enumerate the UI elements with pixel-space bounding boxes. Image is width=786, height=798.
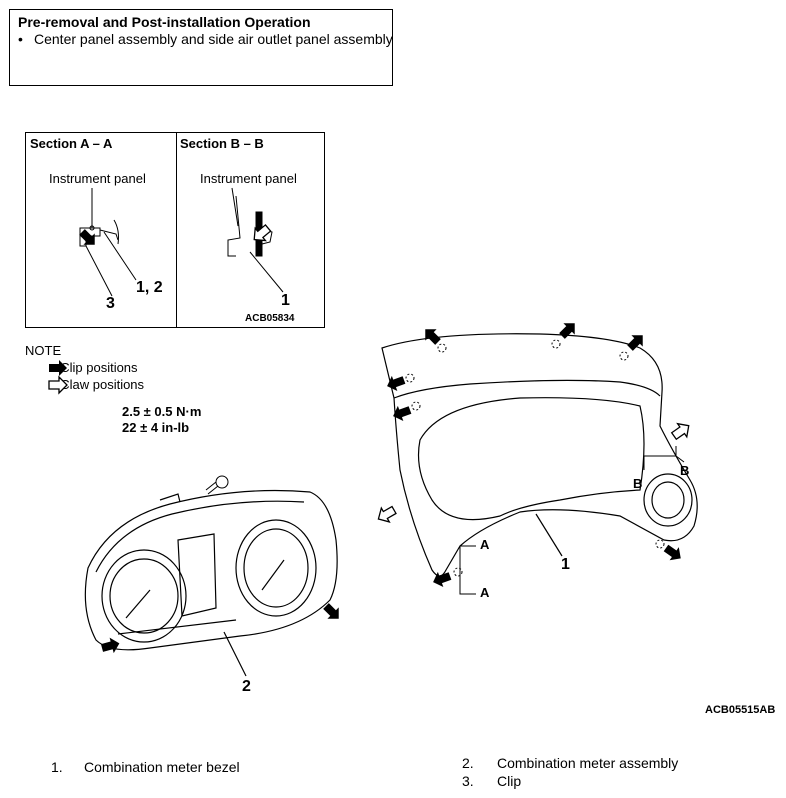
callout-b-left: B [633, 476, 643, 491]
section-b-box [176, 132, 325, 328]
legend-item-2-num: 2. [462, 755, 474, 771]
figure-code: ACB05515AB [705, 704, 776, 716]
callout-a-bottom: A [480, 585, 490, 600]
section-a-callout-1-2: 1, 2 [136, 279, 163, 296]
legend-item-3-num: 3. [462, 773, 474, 789]
note-clip-text: : Clip positions [53, 360, 138, 375]
legend-item-1-text: Combination meter bezel [84, 759, 240, 775]
bezel-clip-arrow-5-icon [390, 402, 413, 424]
section-b-label: Instrument panel [200, 171, 297, 186]
clip-arrow-icon [49, 360, 67, 376]
meter-clip-right-arrow-icon [320, 600, 345, 625]
legend-item-2-text: Combination meter assembly [497, 755, 679, 771]
torque-line-1: 2.5 ± 0.5 N·m [122, 404, 202, 419]
operation-box: Pre-removal and Post-installation Operat… [9, 9, 393, 86]
callout-a-top: A [480, 537, 490, 552]
bezel-clip-arrow-2-icon [556, 317, 581, 342]
bezel-clip-markers [405, 339, 665, 577]
bezel-claw-arrow-2-icon [373, 502, 399, 527]
bezel-clip-arrow-4-icon [384, 372, 407, 394]
meter-clip-left-arrow-icon [99, 635, 122, 656]
section-cut-lines [459, 446, 685, 595]
section-b-code: ACB05834 [245, 313, 295, 324]
legend-item-3-text: Clip [497, 773, 522, 789]
combination-meter-bezel [381, 333, 698, 577]
operation-title: Pre-removal and Post-installation Operat… [18, 14, 311, 30]
bezel-claw-arrow-1-icon [668, 418, 694, 444]
section-b-title: Section B – B [180, 136, 264, 151]
section-a-callout-3: 3 [106, 295, 115, 312]
screw-icon [205, 475, 229, 495]
bezel-clip-arrow-3-icon [624, 329, 649, 354]
note-title: NOTE [25, 343, 62, 358]
callout-part-1: 1 [561, 556, 570, 573]
section-a-title: Section A – A [30, 136, 113, 151]
claw-arrow-icon [48, 376, 68, 394]
bezel-clip-arrow-7-icon [661, 541, 686, 565]
operation-item: Center panel assembly and side air outle… [34, 31, 393, 47]
legend-item-1-num: 1. [51, 759, 63, 775]
note-claw-text: : Claw positions [53, 377, 145, 392]
callout-part-2: 2 [242, 678, 251, 695]
section-b-callout-1: 1 [281, 292, 290, 309]
torque-line-2: 22 ± 4 in-lb [122, 420, 190, 435]
operation-bullet: • [18, 31, 23, 47]
section-a-label: Instrument panel [49, 171, 146, 186]
combination-meter-assembly [84, 489, 338, 677]
